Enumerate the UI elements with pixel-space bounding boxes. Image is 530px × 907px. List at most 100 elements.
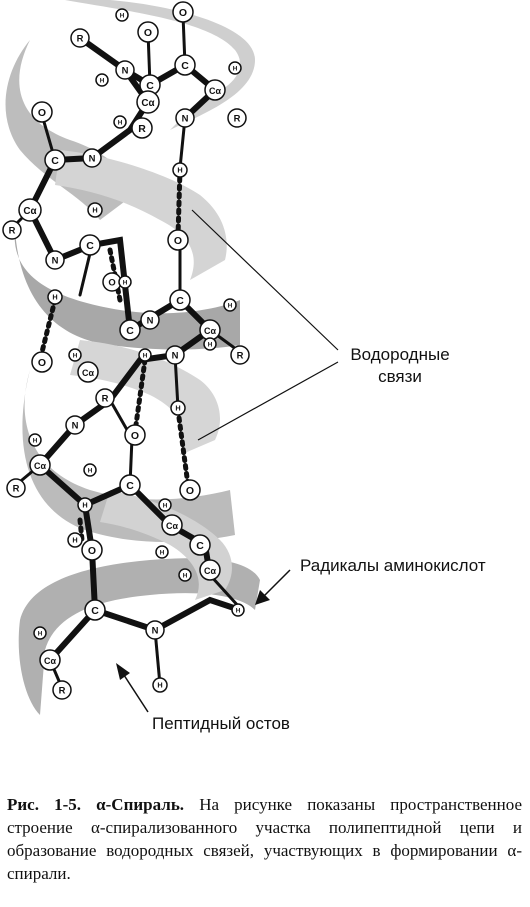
r-atom: R — [6, 478, 26, 498]
caption-text: На рисунке показаны пространственное стр… — [7, 795, 522, 883]
c-atom: C — [84, 599, 106, 621]
h-atom: H — [83, 463, 97, 477]
c-atom-label: C — [86, 240, 94, 252]
c-atom: C — [174, 54, 196, 76]
calpha-atom: Cα — [18, 198, 42, 222]
h-atom: H — [115, 8, 129, 22]
arrows — [116, 569, 291, 713]
r-atom: R — [227, 108, 247, 128]
h-atom-label: H — [82, 501, 87, 510]
r-atom-label: R — [102, 393, 109, 404]
o-atom-label: O — [179, 7, 187, 19]
h-atom-label: H — [52, 293, 57, 302]
h-atom-label: H — [183, 572, 188, 579]
h-atom: H — [47, 289, 63, 305]
h-atom: H — [95, 73, 109, 87]
calpha-atom-label: Cα — [166, 521, 178, 531]
n-atom-label: N — [72, 420, 79, 431]
o-atom: O — [172, 1, 194, 23]
n-atom-label: N — [89, 153, 96, 164]
c-atom-label: C — [91, 605, 99, 617]
h-atom: H — [231, 603, 245, 617]
n-atom-label: N — [52, 255, 59, 266]
n-atom: N — [175, 108, 195, 128]
o-atom: O — [137, 21, 159, 43]
n-atom: N — [145, 620, 165, 640]
h-atom-label: H — [88, 467, 93, 474]
o-atom: O — [179, 479, 201, 501]
figure-caption: Рис. 1-5. α-Спираль. На рисунке показаны… — [7, 793, 522, 885]
h-atom-label: H — [38, 630, 43, 637]
c-atom-label: C — [146, 80, 154, 92]
hbond-4 — [175, 407, 191, 488]
o-atom-label: O — [144, 27, 152, 39]
label-hydrogen-bonds-line1: Водородные — [350, 345, 450, 364]
c-atom-label: C — [196, 540, 204, 552]
o-atom-label: O — [38, 357, 46, 369]
h-atom: H — [67, 532, 83, 548]
ribbon-front-4 — [18, 558, 260, 715]
o-atom-label: O — [88, 545, 96, 557]
hbond-3 — [132, 357, 148, 435]
r-atom-label: R — [237, 350, 244, 361]
hbond-1 — [175, 167, 183, 239]
n-atom: N — [165, 345, 185, 365]
h-atom: H — [87, 202, 103, 218]
n-atom: N — [115, 60, 135, 80]
r-atom: R — [70, 28, 90, 48]
h-atom-label: H — [118, 119, 123, 126]
n-atom: N — [140, 310, 160, 330]
o-atom-label: O — [131, 430, 139, 442]
h-atom-label: H — [157, 681, 162, 690]
c-atom: C — [119, 474, 141, 496]
n-atom: N — [65, 415, 85, 435]
h-atom: H — [155, 545, 169, 559]
calpha-atom-label: Cα — [82, 368, 94, 378]
label-hydrogen-bonds-line2: связи — [378, 367, 422, 386]
hydrogen-bonds — [39, 167, 191, 543]
h-atom: H — [113, 115, 127, 129]
calpha-atom-label: Cα — [204, 326, 216, 336]
arrow-radicals — [255, 590, 270, 605]
h-atom-label: H — [33, 437, 38, 444]
calpha-atom: Cα — [161, 514, 183, 536]
h-atom: H — [178, 568, 192, 582]
h-atom-label: H — [163, 502, 168, 509]
r-atom-label: R — [9, 225, 16, 236]
c-atom-label: C — [126, 480, 134, 492]
caption-prefix: Рис. 1-5. α-Спираль. — [7, 795, 185, 814]
label-peptide-backbone: Пептидный остов — [152, 714, 290, 733]
ribbon-back-4 — [100, 490, 232, 600]
h-atom-label: H — [120, 12, 125, 19]
calpha-atom-label: Cα — [141, 98, 154, 109]
ribbon-front-2 — [14, 230, 241, 350]
h-atom-label: H — [143, 352, 148, 359]
o-atom-label: O — [38, 107, 46, 119]
h-atom: H — [172, 162, 188, 178]
n-atom: N — [82, 148, 102, 168]
c-atom: C — [79, 234, 101, 256]
label-hydrogen-bonds: Водородные связи — [345, 344, 455, 388]
n-atom-label: N — [147, 315, 154, 326]
h-atom-label: H — [72, 536, 77, 545]
c-atom: C — [119, 319, 141, 341]
n-atom: N — [45, 250, 65, 270]
c-atom-label: C — [126, 325, 134, 337]
leader-lines — [191, 209, 339, 441]
h-atom-label: H — [236, 607, 241, 614]
calpha-atom: Cα — [204, 79, 226, 101]
calpha-atom: Cα — [136, 90, 160, 114]
ribbon-back-2 — [55, 150, 227, 280]
o-atom: O — [81, 539, 103, 561]
r-atom-label: R — [13, 483, 20, 494]
h-atom: H — [170, 400, 186, 416]
r-atom: R — [2, 220, 22, 240]
o-atom: O — [31, 351, 53, 373]
calpha-atom-label: Cα — [34, 461, 46, 471]
o-atom-label: O — [186, 485, 194, 497]
h-atom-label: H — [123, 279, 128, 286]
h-atom: H — [77, 497, 93, 513]
calpha-atom-label: Cα — [209, 86, 221, 96]
n-atom-label: N — [152, 625, 159, 636]
